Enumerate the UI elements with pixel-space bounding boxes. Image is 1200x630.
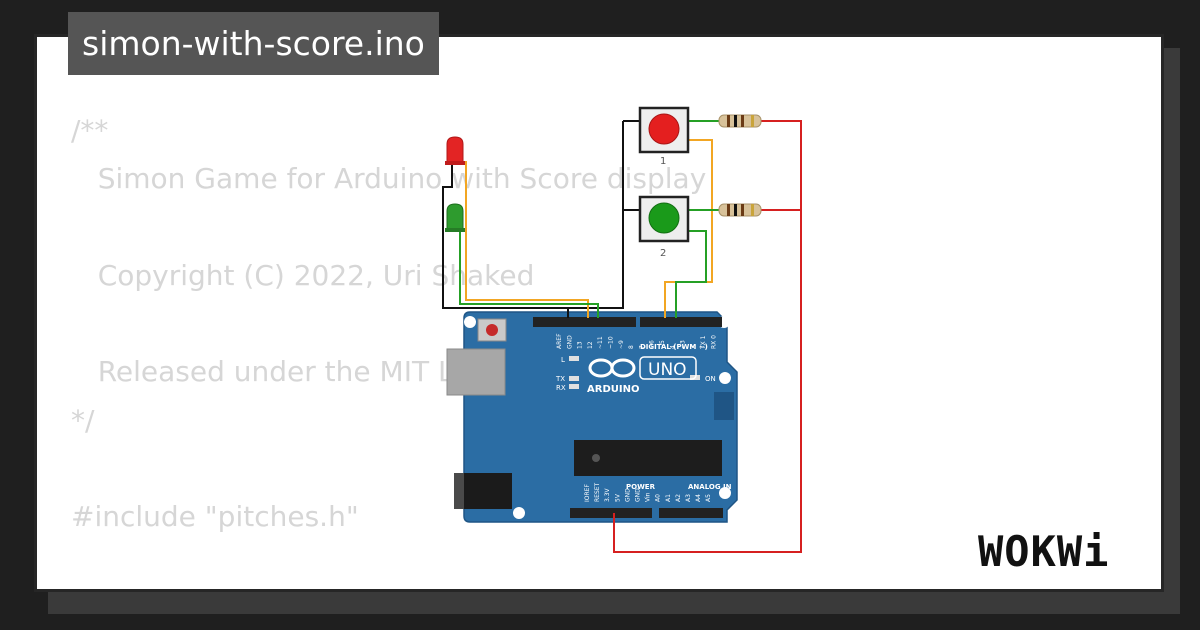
arduino-logo [588, 356, 697, 380]
wire-black-led [442, 163, 569, 318]
pin-label: 3.3V [604, 487, 611, 502]
wire-green-led [456, 228, 599, 318]
project-filename: simon-with-score.ino [68, 12, 439, 75]
wokwi-logo-text: WOKWi [978, 527, 1109, 576]
pin-label: AREF [556, 333, 563, 349]
wire-orange-button [664, 139, 713, 318]
code-line: Copyright (C) 2022, Uri Shaked [71, 258, 535, 292]
pin-label: GND [635, 488, 642, 502]
pin-label: ~10 [608, 336, 615, 349]
pin-label: 8 [628, 345, 635, 349]
pin-label: A0 [655, 494, 662, 502]
board-model: UNO [648, 360, 687, 380]
pin-label: RESET [594, 482, 601, 502]
pushbutton-1-label: 1 [660, 156, 666, 167]
pin-label: ~9 [618, 340, 625, 349]
led-green[interactable] [445, 203, 465, 232]
board-brand: ARDUINO [587, 384, 639, 395]
l-label: L [561, 356, 565, 364]
rx-label: RX [556, 384, 566, 392]
pin-label: 5V [614, 493, 621, 502]
pushbutton-2[interactable]: 2 [638, 195, 690, 259]
wire-orange-led [461, 161, 589, 318]
pin-label: 4 [669, 345, 676, 349]
pushbutton-1[interactable]: 1 [638, 106, 690, 167]
digital-label: DIGITAL (PWM ~) [640, 343, 708, 351]
pin-label: ~6 [649, 340, 656, 349]
power-label: POWER [626, 483, 656, 491]
pin-label: 7 [638, 345, 645, 349]
pin-label: RX 0 [711, 335, 718, 349]
pin-label: A4 [695, 494, 702, 502]
wokwi-logo: WOKWi [978, 527, 1109, 576]
pin-label: Vin [645, 492, 652, 502]
wire-black-buttons [568, 120, 640, 309]
pin-label: TX 1 [700, 335, 707, 350]
pin-label: ~3 [680, 340, 687, 349]
pin-label: ~5 [659, 340, 666, 349]
led-red[interactable] [445, 136, 465, 165]
code-line: /** [71, 114, 109, 147]
analog-label: ANALOG IN [688, 483, 732, 491]
usb-port [446, 348, 506, 396]
on-label: ON [705, 375, 716, 383]
wire-red-5v [613, 120, 802, 553]
pin-label: A1 [665, 494, 672, 502]
wire-green-button [675, 230, 707, 318]
code-line: */ [71, 403, 95, 437]
pin-label: A3 [685, 494, 692, 502]
pin-label: ~11 [597, 336, 604, 349]
code-line: #include "pitches.h" [71, 500, 359, 534]
arduino-uno-board[interactable]: ARDUINO UNO DIGITAL (PWM ~) POWER ANALOG… [446, 311, 738, 523]
resistor-1[interactable] [718, 114, 762, 128]
pin-label: 2 [690, 345, 697, 349]
tx-label: TX [555, 375, 565, 383]
wires [442, 120, 802, 553]
pin-label: 12 [587, 341, 594, 349]
pin-label: 13 [577, 341, 584, 349]
pin-label: GND [566, 335, 573, 349]
pushbutton-2-label: 2 [660, 248, 666, 259]
resistor-2[interactable] [718, 203, 762, 217]
pin-label: GND [624, 488, 631, 502]
pin-label: IOREF [584, 484, 591, 502]
pin-label: A5 [705, 494, 712, 502]
pin-label: A2 [675, 494, 682, 502]
